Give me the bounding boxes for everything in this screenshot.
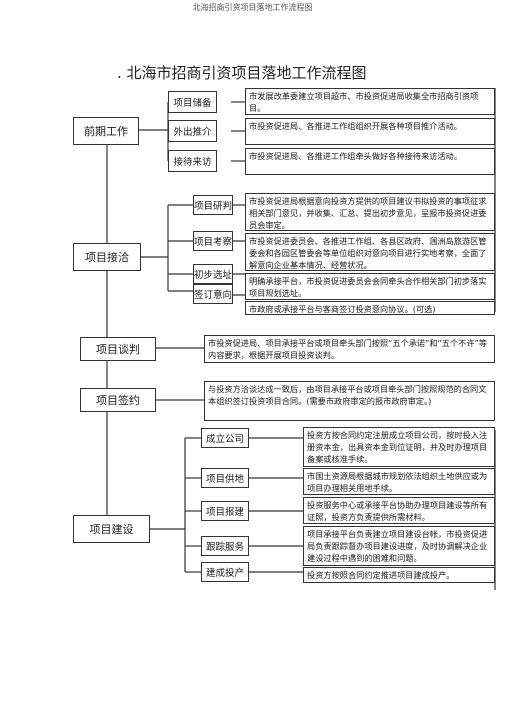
stage-signing: 项目签约 — [80, 388, 156, 412]
stage-negotiation: 项目接洽 — [73, 243, 141, 271]
stage-talks-label: 项目谈判 — [96, 343, 140, 356]
sub-label: 成立公司 — [205, 434, 244, 445]
sub-label: 项目研判 — [194, 201, 233, 212]
sub-construction-company: 成立公司 — [201, 428, 249, 448]
sub-construction-land: 项目供地 — [201, 468, 249, 488]
stage-talks: 项目谈判 — [80, 337, 156, 361]
sub-label: 项目储备 — [173, 98, 212, 109]
stage-construction-label: 项目建设 — [89, 523, 134, 536]
sub-label: 签订意向 — [194, 290, 233, 301]
stage-construction: 项目建设 — [73, 515, 150, 543]
desc-construction-company: 投资方按合同约定注册成立项目公司，按时投入注册资本金，出具资本金到位证明，并及时… — [303, 427, 495, 467]
desc-negotiation-assessment: 市投资促进局根据意向投资方提供的项目建议书拟投资的事项征求相关部门意见，并收集、… — [245, 193, 495, 231]
stage-signing-label: 项目签约 — [96, 394, 140, 407]
sub-label: 项目供地 — [205, 474, 244, 485]
page-title: . 北海市招商引资项目落地工作流程图 — [117, 64, 367, 82]
desc-negotiation-site: 明确承接平台，市投资促进委员会会同牵头合作相关部门初步落实项目规划选址。 — [245, 273, 495, 300]
sub-label: 外出推介 — [173, 127, 212, 138]
desc-early-promotion: 市投资促进局、各推进工作组组织开展各种项目推介活动。 — [245, 118, 495, 145]
sub-label: 接待来访 — [173, 157, 212, 168]
sub-construction-followup: 跟踪服务 — [201, 536, 249, 556]
sub-label: 跟踪服务 — [205, 542, 244, 553]
sub-early-project-reserve: 项目储备 — [168, 91, 217, 113]
desc-negotiation-inspection: 市投资促进委员会、各推进工作组、各县区政府、涠洲岛旅游区管委会和各园区管委会等单… — [245, 233, 495, 271]
desc-construction-permit: 投资服务中心或承接平台协助办理项目建设等所有证照，投资方负责提供所需材料。 — [303, 497, 495, 524]
sub-label: 初步选址 — [194, 270, 233, 281]
desc-early-reception: 市投资促进局、各推进工作组牵头做好各种接待来访活动。 — [245, 148, 495, 175]
sub-construction-permit: 项目报建 — [201, 501, 249, 521]
sub-label: 项目考察 — [194, 237, 233, 248]
sub-negotiation-site: 初步选址 — [193, 264, 233, 284]
stage-early: 前期工作 — [73, 117, 139, 145]
stage-negotiation-label: 项目接洽 — [85, 251, 129, 264]
desc-early-project-reserve: 市发展改革委建立项目超市、市投资促进局收集全市招商引资项目。 — [245, 88, 495, 115]
page-header: 北海招商引资项目落地工作流程图 — [192, 3, 313, 12]
sub-construction-production: 建成投产 — [201, 562, 249, 582]
sub-negotiation-assessment: 项目研判 — [193, 195, 233, 215]
desc-construction-land: 市国土资源局根据城市规划依法组织土地供应或为项目办理相关用地手续。 — [303, 468, 495, 495]
desc-talks: 市投资促进局、项目承接平台或项目牵头部门按照“五个承诺”和“五个不许”等内容要求… — [204, 335, 495, 363]
sub-label: 建成投产 — [205, 568, 244, 579]
sub-negotiation-inspection: 项目考察 — [193, 231, 233, 251]
sub-early-reception: 接待来访 — [168, 150, 217, 172]
sub-negotiation-intent: 签订意向 — [193, 284, 233, 304]
desc-construction-followup: 项目承接平台负责建立项目建设台帐，市投资促进局负责跟踪督办项目建设进度，及时协调… — [303, 526, 495, 566]
desc-signing: 与投资方洽谈达成一致后，由项目承接平台或项目牵头部门按照规范的合同文本组织签订投… — [204, 381, 495, 421]
desc-negotiation-intent: 市政府或承接平台与客商签订投资意向协议。(可选) — [245, 301, 495, 315]
sub-early-promotion: 外出推介 — [168, 120, 217, 142]
desc-construction-production: 投资方按照合同约定推进项目建成投产。 — [303, 567, 495, 583]
sub-label: 项目报建 — [205, 507, 244, 518]
stage-early-label: 前期工作 — [84, 125, 128, 138]
